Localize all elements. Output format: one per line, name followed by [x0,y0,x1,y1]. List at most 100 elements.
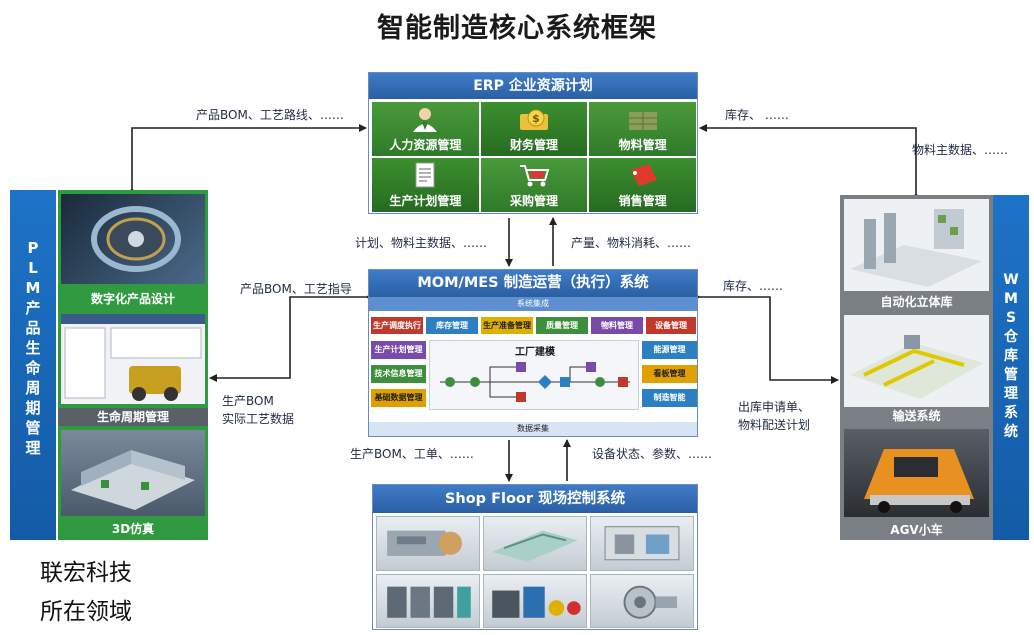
document-icon [415,162,435,188]
plm-item-lifecycle[interactable]: 生命周期管理 [58,408,208,426]
process-flow-icon [440,362,630,402]
plm-band-char: P [27,239,39,257]
wms-item-agv[interactable]: AGV小车 [890,523,943,537]
mes-module-base-data[interactable]: 基础数据管理 [371,389,426,407]
mes-module-inventory[interactable]: 库存管理 [426,317,478,334]
erp-module-label: 物料管理 [618,138,667,152]
mes-integration-bar: 系统集成 [369,297,697,311]
erp-block: ERP 企业资源计划 人力资源管理 $ 财务管理 物料管理 生产计划管理 [368,72,698,214]
mes-module-kanban[interactable]: 看板管理 [642,365,697,383]
wms-band-char: 统 [1004,424,1018,440]
erp-module-finance[interactable]: $ 财务管理 [480,102,588,156]
data-collection-bar: 数据采集 [369,422,697,436]
erp-module-label: 财务管理 [509,138,558,152]
plm-band-char: 理 [25,439,41,457]
note-mes-to-shop: 生产BOM、工单、…… [350,447,474,461]
sale-tag-icon [630,164,657,186]
mes-title: MOM/MES 制造运营（执行）系统 [369,270,697,297]
wms-band-char: 系 [1004,405,1018,421]
mes-module-intelligence[interactable]: 制造智能 [642,389,697,407]
note-plm-erp: 产品BOM、工艺路线、…… [196,108,344,122]
wms-panel: 自动化立体库 输送系统 AGV小车 [840,195,993,540]
footer-line-2: 所在领域 [40,599,132,625]
note-wms-to-mes: 库存、…… [723,279,784,293]
wms-item-auto-warehouse[interactable]: 自动化立体库 [880,295,953,309]
wms-band-char: 管 [1004,367,1018,383]
erp-module-label: 人力资源管理 [389,138,462,152]
mes-block: MOM/MES 制造运营（执行）系统 系统集成 生产调度执行 库存管理 生产准备… [368,269,698,437]
plm-panel: 数字化产品设计 生命周期管理 3D仿真 [58,190,208,540]
plm-band-char: 品 [25,319,41,337]
money-icon: $ [519,109,548,130]
plm-item-3d-sim[interactable]: 3D仿真 [111,522,155,536]
mes-module-dispatch[interactable]: 生产调度执行 [371,317,423,334]
note-wms-erp-master: 物料主数据、…… [912,143,1009,157]
plm-band-char: M [25,279,41,297]
note-erp-to-mes: 计划、物料主数据、…… [355,236,488,250]
conveyor-image [844,315,989,407]
wms-item-conveyor[interactable]: 输送系统 [892,409,941,423]
shopping-cart-icon [519,165,550,187]
lifecycle-image [61,314,205,404]
plm-band-char: 周 [25,379,41,397]
person-icon [413,108,438,132]
plm-band-char: L [28,259,38,277]
arrow-plm-mes [209,293,373,382]
wms-band-char: W [1003,272,1019,288]
machine-photo-1 [376,516,480,571]
arrow-wms-mes [693,293,839,384]
mes-module-tech-info[interactable]: 技术信息管理 [371,365,426,383]
arrow-wms-erp [699,124,920,200]
plm-band-char: 产 [25,299,41,317]
note-mes-to-plm-1: 生产BOM [222,394,274,408]
auto-warehouse-image [844,199,989,291]
sensor-photo [590,573,694,628]
wms-band-char: 理 [1004,386,1018,402]
plm-band-char: 管 [25,419,41,437]
erp-module-purchase[interactable]: 采购管理 [480,158,588,212]
svg-text:$: $ [532,112,540,125]
plm-band-char: 命 [25,359,41,377]
erp-module-label: 生产计划管理 [389,194,462,208]
plm-item-digital-design[interactable]: 数字化产品设计 [90,292,175,306]
factory-modeling-label: 工厂建模 [515,347,555,358]
shop-floor-block: Shop Floor 现场控制系统 [372,484,698,630]
footer-line-1: 联宏科技 [40,560,132,586]
controller-photo-1 [376,573,480,628]
shop-floor-title: Shop Floor 现场控制系统 [373,485,697,513]
mes-module-quality[interactable]: 质量管理 [536,317,588,334]
note-mes-to-plm-2: 实际工艺数据 [222,412,295,426]
mes-module-prep[interactable]: 生产准备管理 [481,317,533,334]
page-title: 智能制造核心系统框架 [377,13,657,44]
plm-band: P L M 产 品 生 命 周 期 管 理 [10,190,56,540]
wms-band-char: 仓 [1004,329,1018,345]
boxes-icon [628,112,657,130]
mes-module-energy[interactable]: 能源管理 [642,341,697,359]
wms-band-char: M [1004,291,1018,307]
erp-module-label: 销售管理 [618,194,667,208]
erp-module-hr[interactable]: 人力资源管理 [372,102,479,156]
wms-band: W M S 仓 库 管 理 系 统 [993,195,1029,540]
factory-modeling-area: 工厂建模 [429,340,639,410]
note-mes-to-erp: 产量、物料消耗、…… [571,236,692,250]
erp-module-sales[interactable]: 销售管理 [589,158,696,212]
mes-module-equipment[interactable]: 设备管理 [646,317,696,334]
arrow-plm-erp [128,124,367,195]
controller-photo-2 [483,573,587,628]
3d-simulation-image [61,430,205,516]
wms-band-char: 库 [1004,348,1018,364]
erp-module-production-plan[interactable]: 生产计划管理 [372,158,479,212]
note-mes-to-wms-2: 物料配送计划 [738,418,811,432]
machine-photo-3 [590,516,694,571]
plm-band-char: 生 [25,339,41,357]
plm-band-char: 期 [25,399,41,417]
note-wms-erp-stock: 库存、 …… [725,108,789,122]
agv-image [844,429,989,517]
erp-module-material[interactable]: 物料管理 [589,102,696,156]
note-mes-to-wms-1: 出库申请单、 [738,400,811,414]
mes-module-plan[interactable]: 生产计划管理 [371,341,426,359]
erp-title: ERP 企业资源计划 [369,73,697,99]
note-plm-to-mes: 产品BOM、工艺指导 [240,282,352,296]
mes-module-material[interactable]: 物料管理 [591,317,643,334]
